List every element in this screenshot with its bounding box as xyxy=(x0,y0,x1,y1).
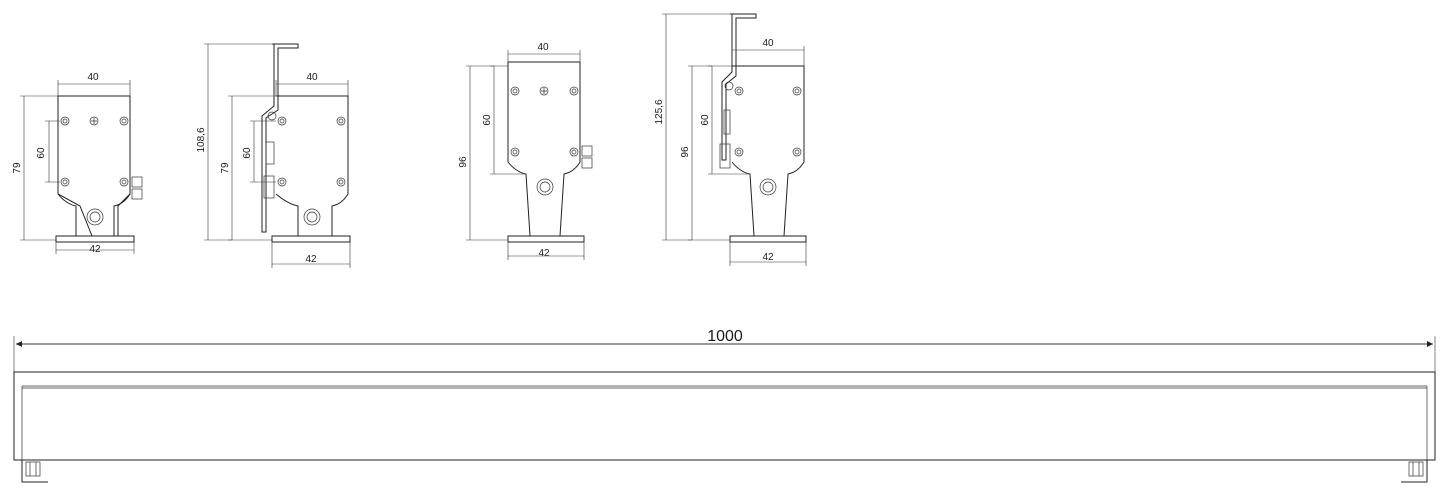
bracket-view-b: 40 42 60 79 108,6 xyxy=(196,43,351,268)
bracket-view-a: 40 42 60 79 xyxy=(12,72,143,255)
bracket-view-c: 40 42 60 96 xyxy=(458,42,593,260)
bar-end-left xyxy=(21,460,48,483)
dim-d-body-height: 96 xyxy=(680,146,691,158)
dim-bar-length: 1000 xyxy=(707,328,743,345)
dim-b-total-height: 108,6 xyxy=(196,127,207,152)
screw-holes-a xyxy=(60,116,129,226)
bar-side-view: 1000 xyxy=(13,328,1436,483)
dim-b-inner-height: 60 xyxy=(242,147,253,159)
bracket-view-d: 40 42 60 96 125,6 xyxy=(654,13,807,266)
dim-d-base-width: 42 xyxy=(762,252,774,263)
dim-b-body-height: 79 xyxy=(220,162,231,174)
screw-holes-d xyxy=(724,81,802,196)
dim-d-total-height: 125,6 xyxy=(654,99,665,124)
dim-d-inner-height: 60 xyxy=(700,114,711,126)
dim-c-base-width: 42 xyxy=(538,248,550,259)
dim-c-total-height: 96 xyxy=(458,156,469,168)
dim-d-top-width: 40 xyxy=(762,38,774,49)
dim-b-top-width: 40 xyxy=(306,72,318,83)
dim-a-total-height: 79 xyxy=(12,162,23,174)
screw-holes-b xyxy=(267,111,346,226)
dim-c-inner-height: 60 xyxy=(482,114,493,126)
dim-a-base-width: 42 xyxy=(89,244,101,255)
dim-a-inner-height: 60 xyxy=(36,147,47,159)
dim-a-top-width: 40 xyxy=(87,72,99,83)
dim-c-top-width: 40 xyxy=(537,42,549,53)
bar-end-right xyxy=(1401,460,1428,483)
screw-holes-c xyxy=(510,86,579,196)
dim-b-base-width: 42 xyxy=(305,254,317,265)
